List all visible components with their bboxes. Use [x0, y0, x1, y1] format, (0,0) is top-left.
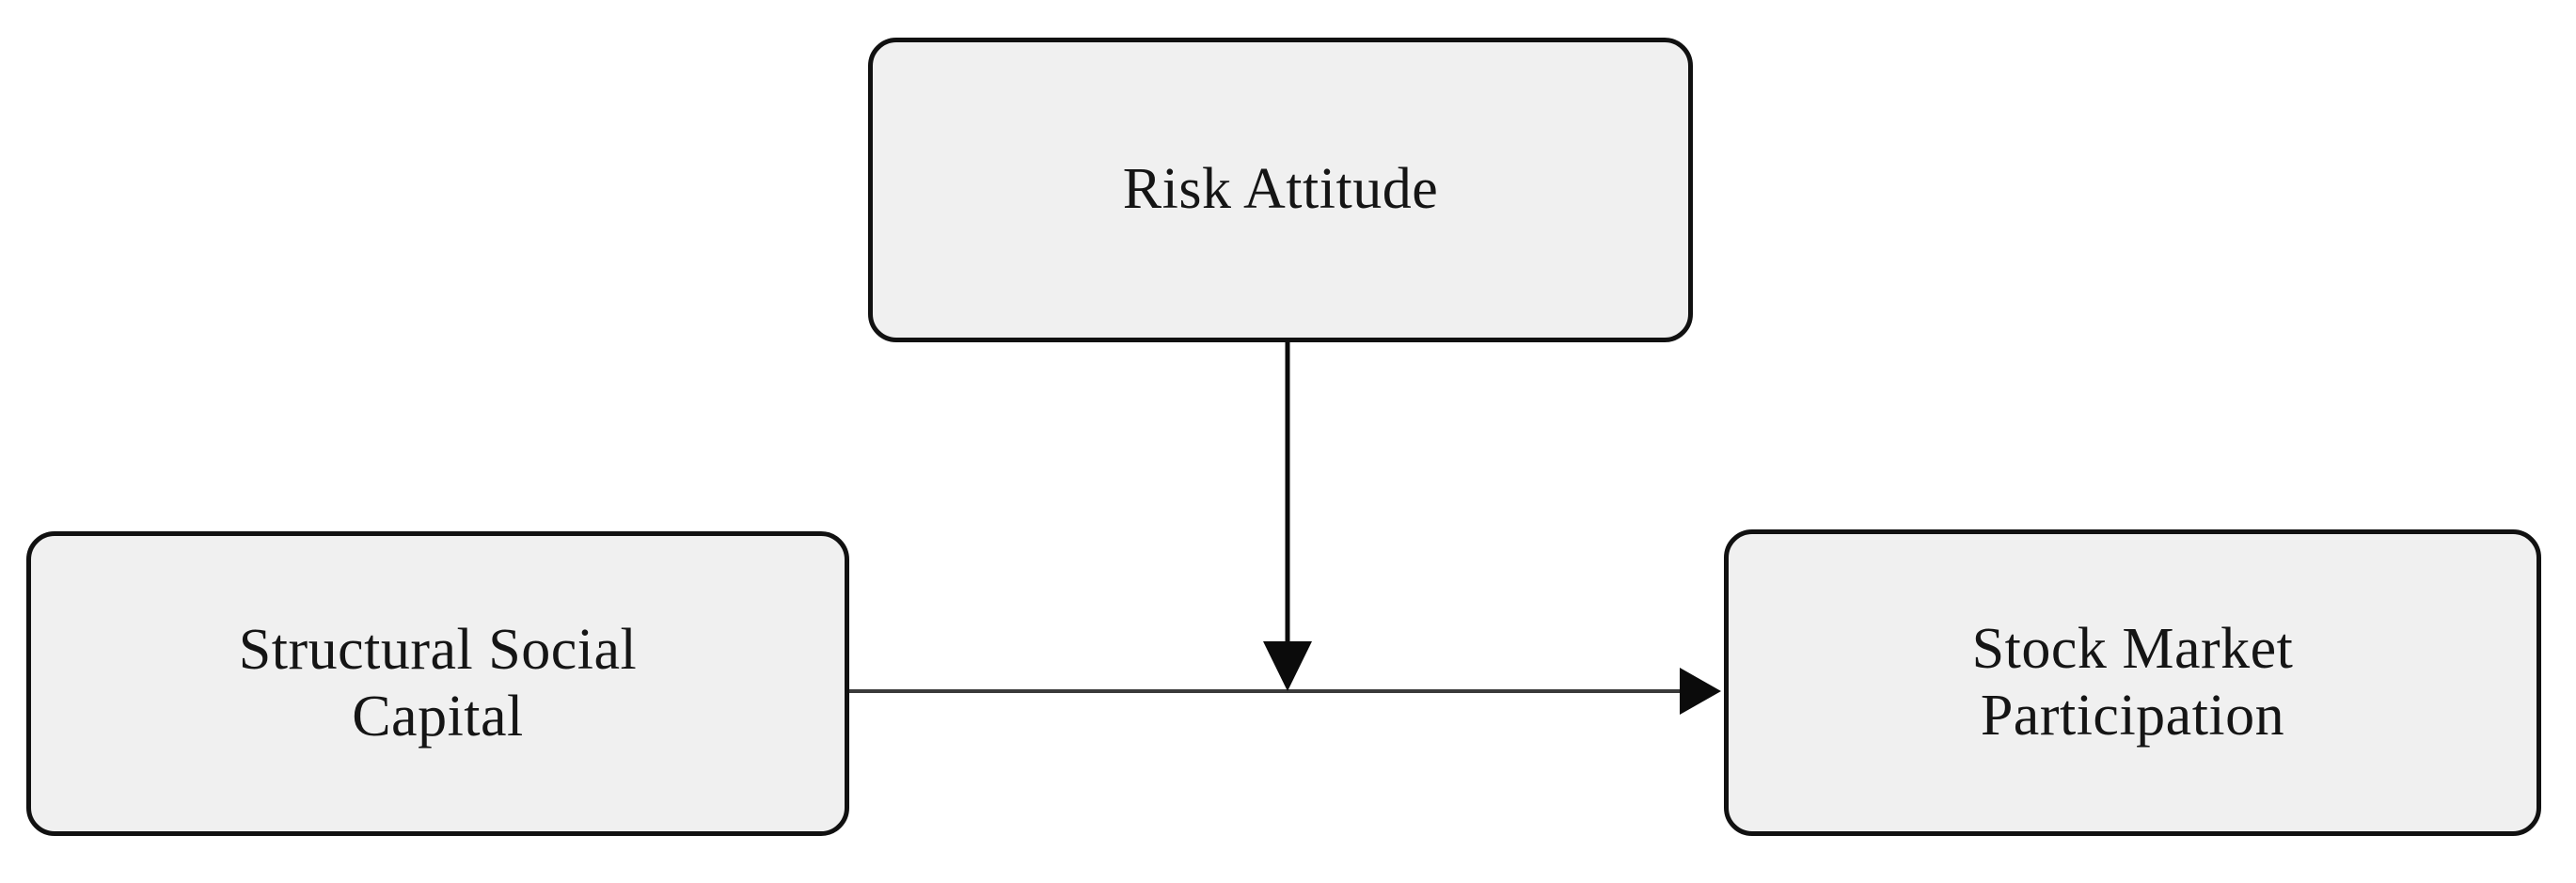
- connector-moderation-effect: [1263, 342, 1312, 691]
- node-stock-market-participation-label: Stock Market Participation: [1971, 616, 2294, 748]
- node-structural-social-capital[interactable]: Structural Social Capital: [26, 531, 849, 836]
- arrowhead-right-icon: [1680, 668, 1721, 715]
- arrowhead-down-icon: [1263, 641, 1312, 691]
- node-risk-attitude[interactable]: Risk Attitude: [868, 38, 1693, 342]
- node-structural-social-capital-label: Structural Social Capital: [238, 617, 638, 749]
- node-stock-market-participation[interactable]: Stock Market Participation: [1724, 529, 2541, 836]
- connector-main-effect: [849, 668, 1721, 715]
- node-risk-attitude-label: Risk Attitude: [1122, 157, 1439, 222]
